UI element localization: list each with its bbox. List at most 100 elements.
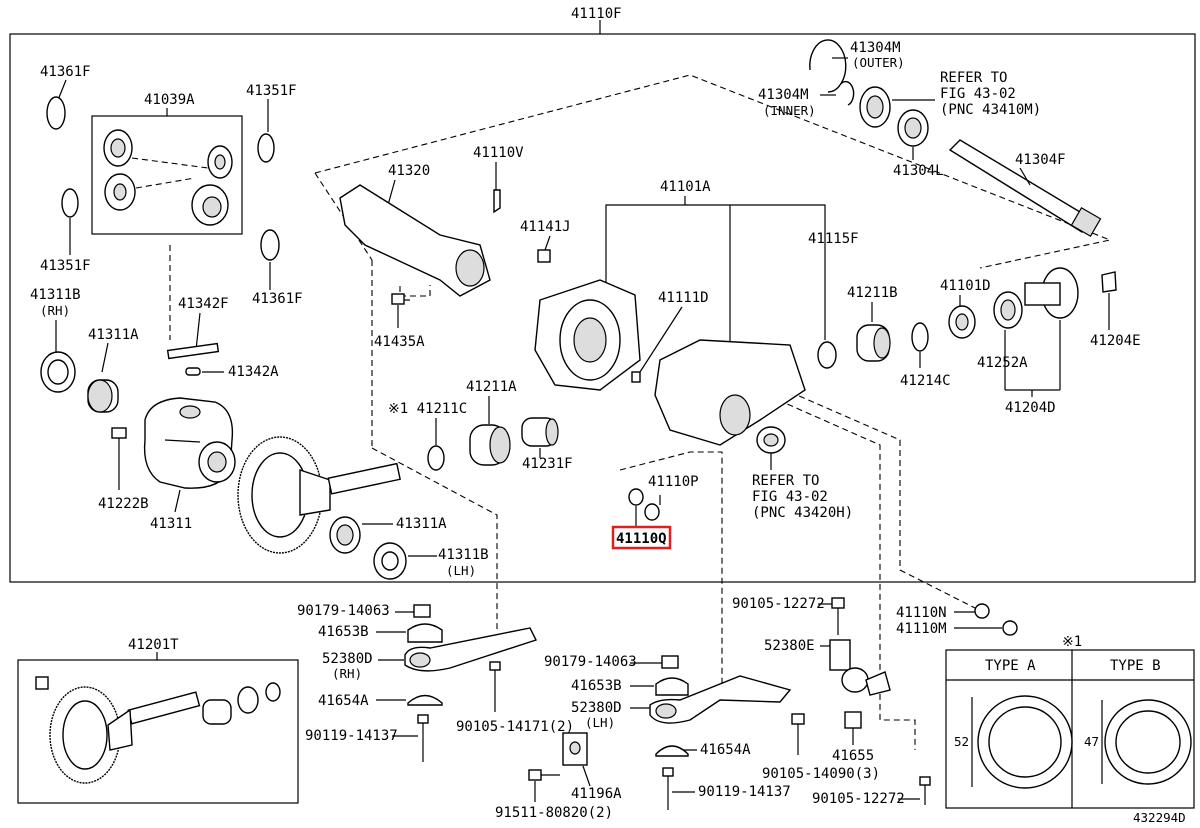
dim-type-a: 52 bbox=[954, 734, 969, 749]
bolt-90105-14171 bbox=[489, 661, 501, 712]
refer2-line2: FIG 43-02 bbox=[940, 86, 1016, 102]
link-52380E bbox=[829, 639, 891, 696]
label-41204E: 41204E bbox=[1090, 333, 1141, 349]
bolt-41435A bbox=[391, 293, 405, 305]
label-41204D: 41204D bbox=[1005, 400, 1056, 416]
label-41110Q[interactable]: 41110Q bbox=[616, 531, 667, 547]
pinion-gear-1 bbox=[103, 129, 133, 167]
washer-type-a bbox=[977, 695, 1073, 789]
axle-shaft-41304F bbox=[948, 139, 1102, 237]
bearing-41311A-right bbox=[329, 516, 361, 554]
label-41201T: 41201T bbox=[128, 637, 179, 653]
pin-41342A bbox=[185, 367, 201, 376]
label-note-mark: ※1 bbox=[1062, 634, 1082, 650]
bushing-41655 bbox=[844, 711, 862, 745]
refer2-line3: (PNC 43410M) bbox=[940, 102, 1041, 118]
kit-nut bbox=[265, 682, 281, 702]
label-rh: (RH) bbox=[40, 303, 70, 318]
washer-41214C bbox=[911, 322, 929, 352]
label-91511: 91511-80820(2) bbox=[495, 805, 613, 821]
label-41101A: 41101A bbox=[660, 179, 711, 195]
label-41653B-b: 41653B bbox=[571, 678, 622, 694]
label-41351F-right: 41351F bbox=[246, 83, 297, 99]
label-41342F: 41342F bbox=[178, 296, 229, 312]
label-41351F-left: 41351F bbox=[40, 258, 91, 274]
spacer-41231F bbox=[521, 417, 559, 447]
label-41304M-outer: 41304M bbox=[850, 40, 901, 56]
label-41211B: 41211B bbox=[847, 285, 898, 301]
label-90179-14063-a: 90179-14063 bbox=[297, 603, 390, 619]
bearing-41304L-a bbox=[859, 86, 891, 128]
label-41222B: 41222B bbox=[98, 496, 149, 512]
label-41141J: 41141J bbox=[520, 219, 571, 235]
cushion-41653B-a bbox=[407, 623, 443, 643]
label-41655: 41655 bbox=[832, 748, 874, 764]
bolt-90119-14137-b bbox=[662, 767, 674, 810]
bolt-90119-14137-a bbox=[417, 714, 429, 762]
label-41361F-top: 41361F bbox=[40, 64, 91, 80]
pinion-gear-2 bbox=[104, 173, 136, 211]
label-41304M-inner: 41304M bbox=[758, 87, 809, 103]
side-gear-2 bbox=[191, 184, 229, 226]
seal-41101D bbox=[948, 305, 976, 339]
label-90105-12272-b: 90105-12272 bbox=[812, 791, 905, 807]
drive-pinion bbox=[299, 462, 401, 516]
label-41110M: 41110M bbox=[896, 621, 947, 637]
cushion-41653B-b bbox=[655, 677, 689, 696]
bolt-90105-12272-a bbox=[831, 597, 845, 635]
label-type-a: TYPE A bbox=[985, 658, 1036, 674]
label-41039A: 41039A bbox=[144, 92, 195, 108]
label-41231F: 41231F bbox=[522, 456, 573, 472]
label-41196A: 41196A bbox=[571, 786, 622, 802]
label-41654A-b: 41654A bbox=[700, 742, 751, 758]
washer-41211C bbox=[427, 445, 445, 471]
label-41311A-left: 41311A bbox=[88, 327, 139, 343]
label-41320: 41320 bbox=[388, 163, 430, 179]
cushion-41654A-b bbox=[655, 745, 689, 757]
plug-41110N bbox=[974, 603, 990, 619]
carrier-housing bbox=[654, 339, 806, 446]
bearing-race-41311B-lh bbox=[373, 542, 407, 580]
label-90179-14063-b: 90179-14063 bbox=[544, 654, 637, 670]
bolt-90105-14090 bbox=[791, 713, 805, 755]
cushion-41654A-a bbox=[407, 694, 443, 706]
refer-line2: FIG 43-02 bbox=[752, 489, 828, 505]
label-lh: (LH) bbox=[446, 563, 476, 578]
refer2-line1: REFER TO bbox=[940, 70, 1007, 86]
label-90119-14137-b: 90119-14137 bbox=[698, 784, 791, 800]
label-41311: 41311 bbox=[150, 516, 192, 532]
nut-90179-14063-a bbox=[413, 604, 431, 618]
refer-line1: REFER TO bbox=[752, 473, 819, 489]
bearing-41311A-left bbox=[87, 379, 119, 413]
bearing-41252A bbox=[993, 291, 1023, 329]
snap-ring-inner bbox=[839, 80, 855, 106]
label-41214C: 41214C bbox=[900, 373, 951, 389]
label-41252A: 41252A bbox=[977, 355, 1028, 371]
label-41304F: 41304F bbox=[1015, 152, 1066, 168]
gear-kit-box bbox=[17, 659, 299, 804]
bearing-race-41311B-rh bbox=[40, 351, 76, 393]
label-41101D: 41101D bbox=[940, 278, 991, 294]
side-gear-1 bbox=[207, 145, 233, 179]
label-41111D: 41111D bbox=[658, 290, 709, 306]
type-table bbox=[945, 649, 1195, 809]
label-52380D-rh: 52380D bbox=[322, 651, 373, 667]
figure-code: 432294D bbox=[1133, 810, 1186, 825]
oil-seal-refer bbox=[756, 426, 786, 454]
nut-41204E bbox=[1101, 271, 1117, 293]
label-41435A: 41435A bbox=[374, 334, 425, 350]
label-41342A: 41342A bbox=[228, 364, 279, 380]
highlight-box-41110Q bbox=[611, 525, 672, 550]
nut-90179-14063-b bbox=[661, 655, 679, 669]
label-inner: (INNER) bbox=[763, 103, 816, 118]
ring-gear bbox=[237, 436, 323, 554]
label-41110P: 41110P bbox=[648, 474, 699, 490]
label-41311B-lh: 41311B bbox=[438, 547, 489, 563]
label-41211C: ※1 41211C bbox=[388, 401, 467, 417]
label-52380E: 52380E bbox=[764, 638, 815, 654]
assembly-frame bbox=[9, 33, 1196, 583]
kit-washer bbox=[237, 686, 259, 714]
bracket-41196A bbox=[562, 732, 588, 766]
snap-ring-outer bbox=[809, 39, 847, 93]
washer-type-b bbox=[1104, 699, 1192, 785]
